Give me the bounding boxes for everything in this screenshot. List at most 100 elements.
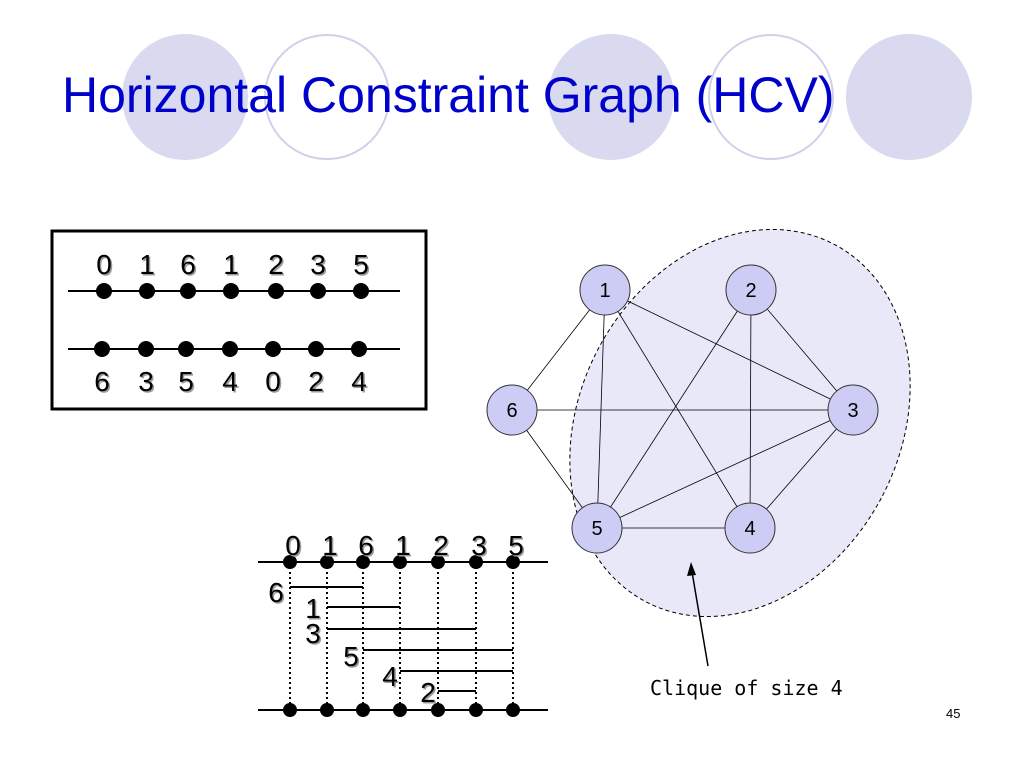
channel-bottom-label: 4 — [351, 366, 367, 397]
interval-column-label: 2 — [433, 530, 449, 561]
channel-top-dot — [180, 283, 196, 299]
interval-net-label-shadow: 3 — [307, 620, 323, 651]
interval-bottom-dot — [320, 703, 334, 717]
channel-top-dot — [139, 283, 155, 299]
interval-column-label: 1 — [395, 530, 411, 561]
channel-top-label-shadow: 1 — [225, 251, 241, 282]
interval-net-label-shadow: 1 — [307, 595, 323, 626]
interval-column-label-shadow: 5 — [510, 532, 526, 563]
graph-node-2 — [725, 264, 777, 316]
graph-node-label-6: 6 — [506, 400, 517, 422]
channel-bottom-dots — [94, 341, 367, 357]
channel-box — [50, 229, 428, 411]
graph-node-label-1: 1 — [599, 280, 610, 302]
channel-top-dot — [223, 283, 239, 299]
interval-column-label-shadow: 1 — [397, 532, 413, 563]
channel-bottom-label: 0 — [265, 366, 281, 397]
interval-verticals — [289, 562, 514, 710]
interval-net-label: 5 — [343, 641, 359, 672]
channel-top-label: 6 — [180, 249, 196, 280]
interval-segments — [290, 586, 513, 692]
interval-column-label-shadow: 2 — [435, 532, 451, 563]
channel-bottom-dot — [308, 341, 324, 357]
channel-top-label-shadow: 1 — [141, 251, 157, 282]
interval-net-label-shadow: 2 — [422, 679, 438, 710]
graph-edge-1-5 — [596, 289, 606, 529]
channel-bottom-label-shadow: 0 — [267, 368, 283, 399]
channel-bottom-label: 3 — [138, 366, 154, 397]
interval-net-label-shadow: 4 — [384, 663, 400, 694]
channel-bottom-dot — [94, 341, 110, 357]
graph-edge-1-4 — [604, 289, 751, 529]
channel-top-label-shadow: 6 — [182, 251, 198, 282]
channel-top-label: 1 — [139, 249, 155, 280]
graph-edge-4-3 — [749, 409, 854, 529]
decor-circle-2 — [548, 34, 674, 160]
interval-bottom-dot — [506, 703, 520, 717]
graph-node-3 — [827, 384, 879, 436]
graph-node-label-5: 5 — [591, 518, 602, 540]
channel-top-label: 2 — [268, 249, 284, 280]
page-number: 45 — [946, 706, 961, 721]
channel-bottom-label-shadow: 3 — [140, 368, 156, 399]
interval-column-label-shadow: 3 — [473, 532, 489, 563]
graph-edge-2-4 — [749, 289, 752, 529]
graph-edge-5-3 — [596, 409, 854, 529]
interval-top-dot — [431, 555, 445, 569]
interval-bottom-dot — [356, 703, 370, 717]
interval-column-label-shadow: 6 — [360, 532, 376, 563]
interval-top-dot — [356, 555, 370, 569]
graph-node-6 — [486, 384, 538, 436]
channel-top-label: 5 — [353, 249, 369, 280]
interval-net-label: 4 — [382, 661, 398, 692]
clique-ellipse — [569, 228, 911, 618]
channel-bottom-label-shadow: 4 — [353, 368, 369, 399]
channel-bottom-dot — [178, 341, 194, 357]
interval-top-dot — [393, 555, 407, 569]
slide-title: Horizontal Constraint Graph (HCV) — [62, 67, 835, 123]
graph-node-5 — [571, 502, 623, 554]
channel-top-label: 1 — [223, 249, 239, 280]
interval-column-label: 5 — [508, 530, 524, 561]
channel-top-dot — [268, 283, 284, 299]
interval-net-label: 1 — [305, 593, 321, 624]
interval-column-label: 6 — [358, 530, 374, 561]
interval-bottom-dot — [431, 703, 445, 717]
interval-net-label-shadow: 5 — [345, 643, 361, 674]
channel-bottom-label: 6 — [94, 366, 110, 397]
channel-bottom-label-shadow: 5 — [180, 368, 196, 399]
graph-node-label-4: 4 — [744, 518, 755, 540]
channel-top-label-shadow: 3 — [312, 251, 328, 282]
graph-edge-1-3 — [604, 289, 854, 411]
channel-top-label: 0 — [96, 249, 112, 280]
decor-ring-1 — [264, 34, 390, 160]
interval-dots — [283, 555, 520, 717]
channel-bottom-dot — [222, 341, 238, 357]
interval-net-label: 2 — [420, 677, 436, 708]
interval-net-label: 3 — [305, 618, 321, 649]
channel-top-dots — [96, 283, 369, 299]
channel-top-label-shadow: 2 — [270, 251, 286, 282]
clique-caption: Clique of size 4 — [650, 676, 843, 700]
interval-column-label: 1 — [322, 530, 338, 561]
interval-top-dot — [506, 555, 520, 569]
interval-column-label: 3 — [471, 530, 487, 561]
interval-bottom-dot — [283, 703, 297, 717]
clique-arrow — [690, 565, 709, 667]
channel-bottom-label-shadow: 6 — [96, 368, 112, 399]
interval-top-dot — [320, 555, 334, 569]
graph-node-4 — [724, 502, 776, 554]
decor-circle-3 — [846, 34, 972, 160]
channel-bottom-label-shadow: 2 — [310, 368, 326, 399]
graph-node-label-3: 3 — [847, 400, 858, 422]
decor-ring-2 — [708, 34, 834, 160]
interval-bottom-dot — [393, 703, 407, 717]
interval-bottom-dot — [469, 703, 483, 717]
